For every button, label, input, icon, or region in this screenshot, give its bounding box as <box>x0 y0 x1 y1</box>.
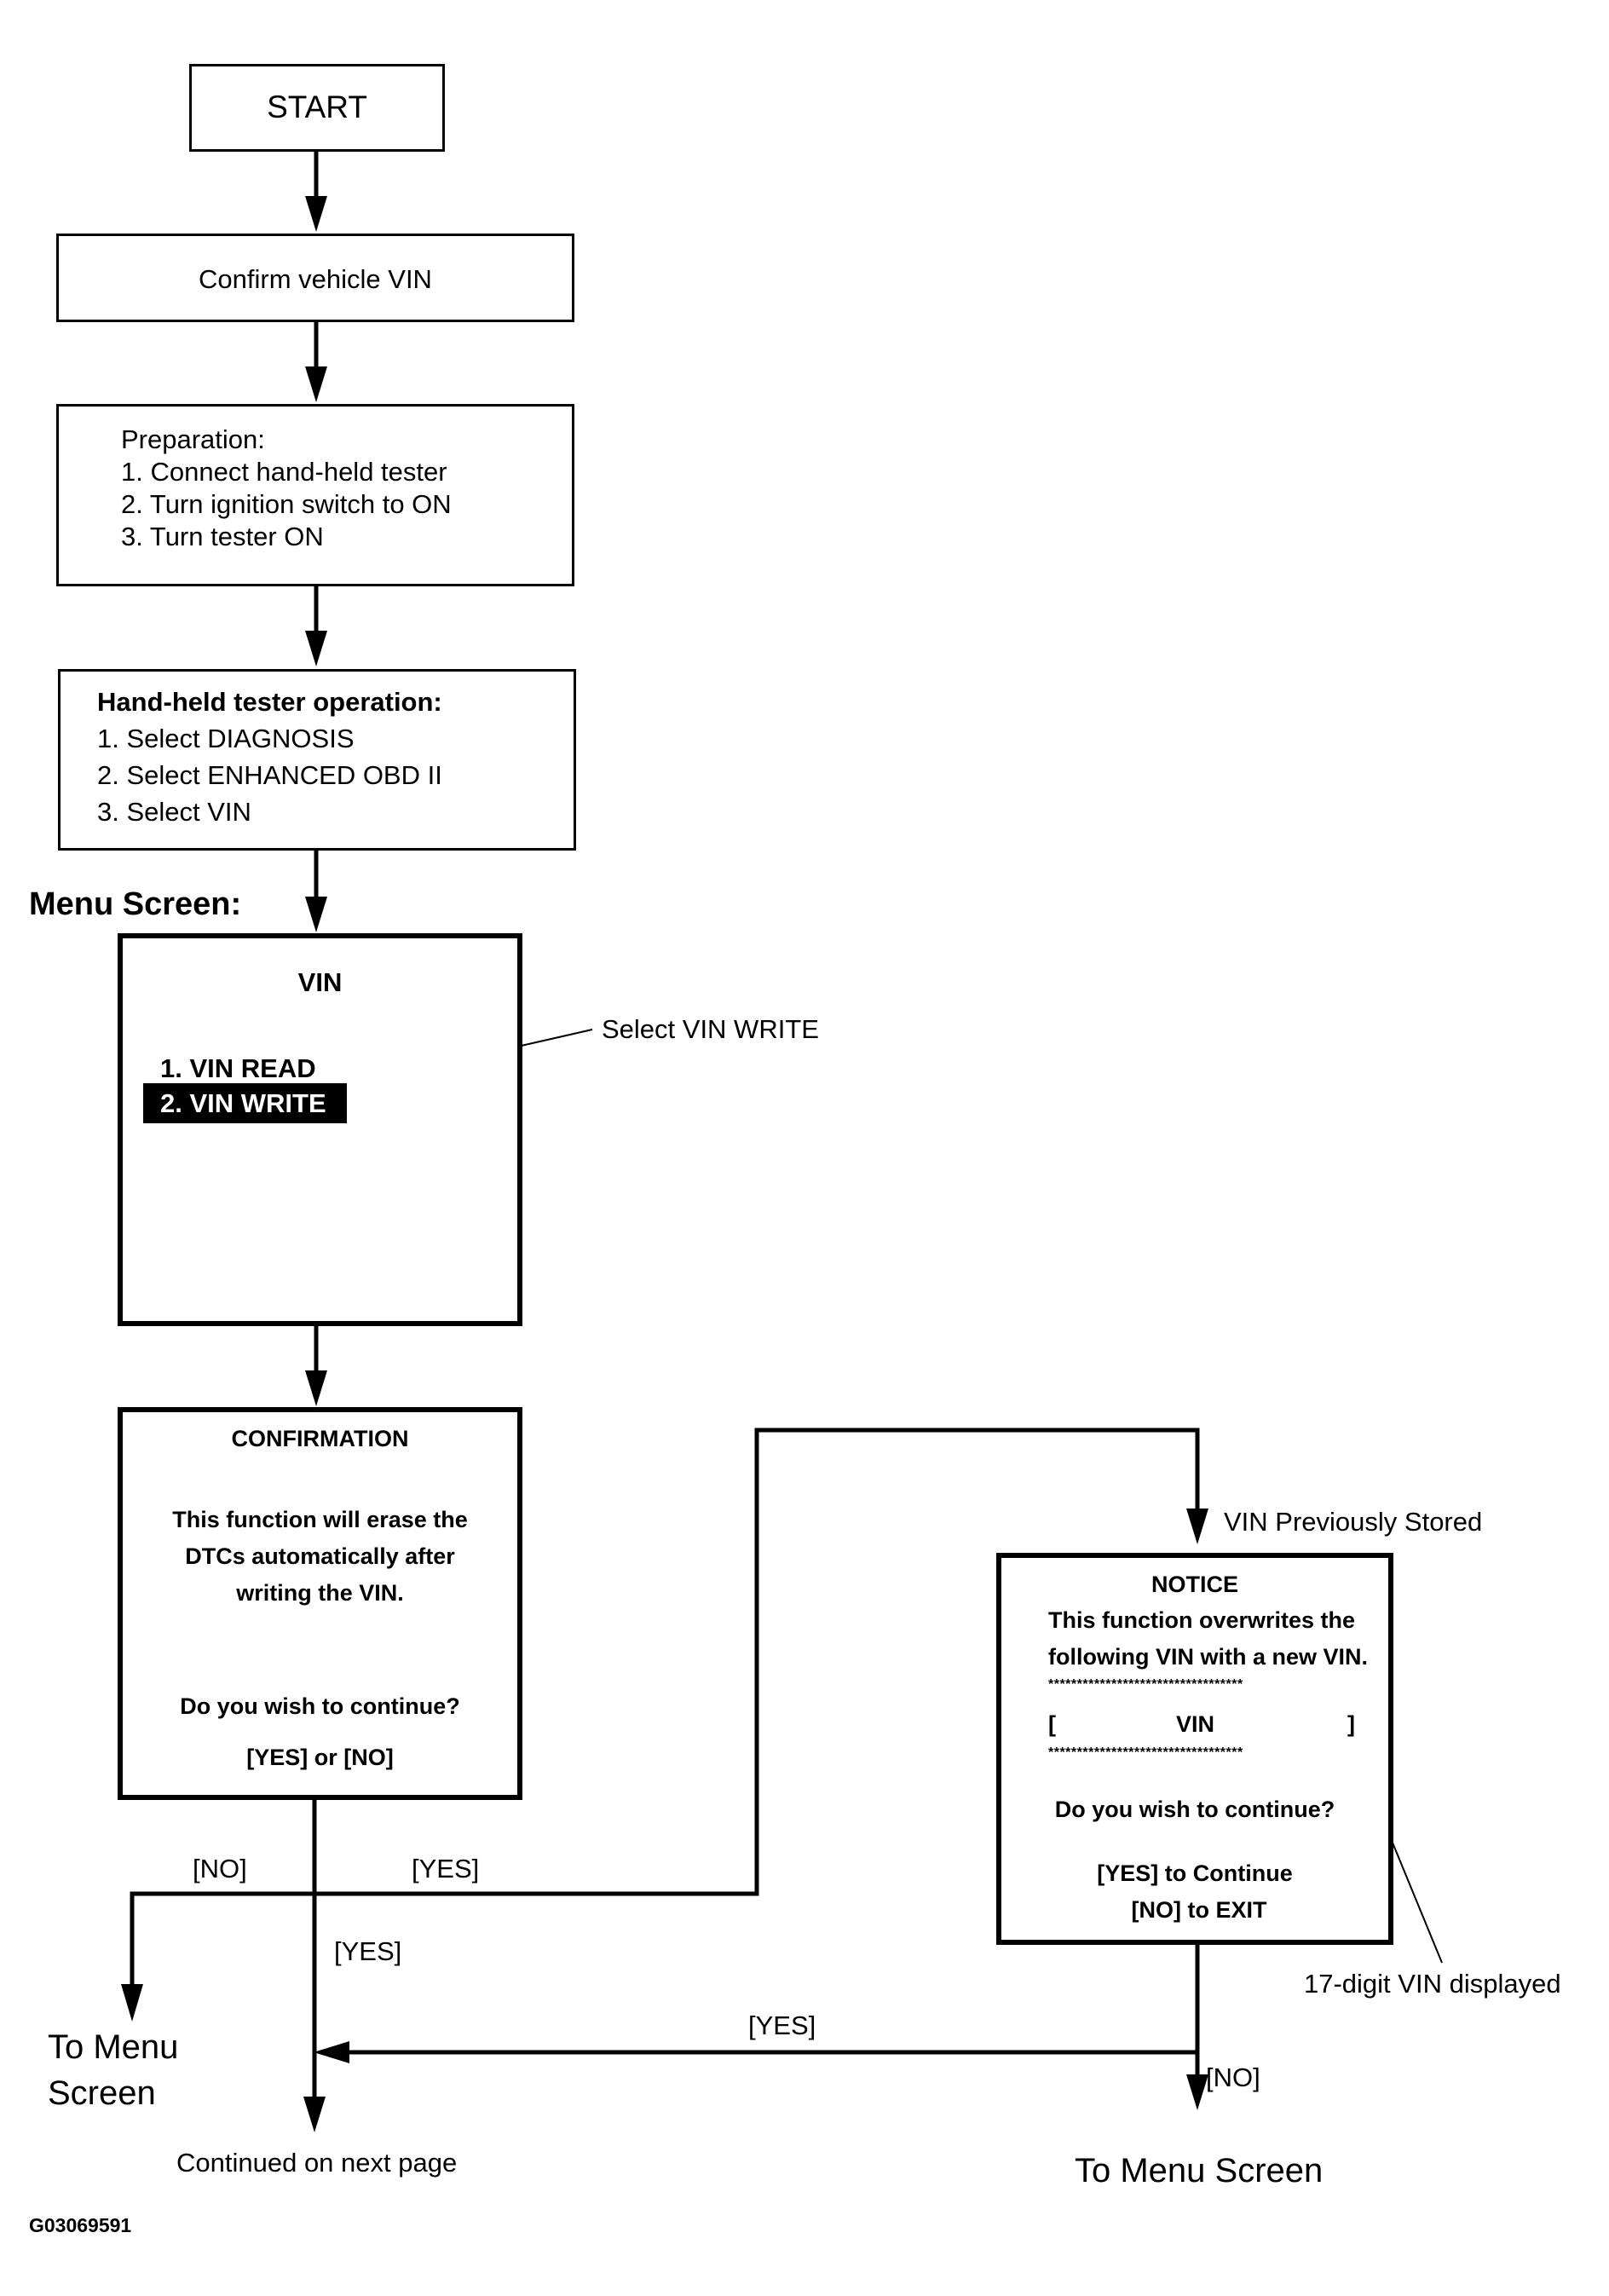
preparation-heading: Preparation: <box>121 424 265 454</box>
menu-item-vin-write-label: 2. VIN WRITE <box>143 1083 347 1123</box>
branch-label-no-bottom: [NO] <box>1206 2062 1260 2092</box>
notice-vin: VIN <box>1176 1711 1215 1737</box>
tester-operation-title: Hand-held tester operation: <box>97 687 442 717</box>
branch-label-no-left: [NO] <box>193 1854 247 1884</box>
branch-label-yes-right: [YES] <box>412 1854 480 1884</box>
preparation-step: 1. Connect hand-held tester <box>121 457 447 487</box>
notice-message: This function overwrites the following V… <box>1048 1602 1368 1676</box>
vin-previously-stored-label: VIN Previously Stored <box>1224 1507 1483 1537</box>
confirmation-line: This function will erase the <box>172 1507 468 1532</box>
notice-title: NOTICE <box>1151 1572 1238 1597</box>
to-menu-screen-right: To Menu Screen <box>1075 2152 1324 2189</box>
select-vin-write-callout: Select VIN WRITE <box>602 1014 819 1044</box>
confirmation-box: CONFIRMATION This function will erase th… <box>118 1407 522 1800</box>
confirm-vin-box: Confirm vehicle VIN <box>56 234 574 322</box>
notice-no-option: [NO] to EXIT <box>1131 1897 1267 1923</box>
start-node: START <box>189 64 445 152</box>
menu-screen-box: VIN 1. VIN READ 2. VIN WRITE <box>118 933 522 1326</box>
confirmation-message: This function will erase the DTCs automa… <box>123 1502 517 1612</box>
tester-operation-step: 2. Select ENHANCED OBD II <box>97 760 442 790</box>
tester-operation-step: 3. Select VIN <box>97 797 251 827</box>
confirmation-line: writing the VIN. <box>236 1580 404 1606</box>
preparation-step: 3. Turn tester ON <box>121 522 324 551</box>
start-label: START <box>267 89 367 124</box>
tester-operation-box: Hand-held tester operation: 1. Select DI… <box>58 669 576 851</box>
arrowhead-4 <box>305 897 327 932</box>
continued-next-page: Continued on next page <box>176 2148 458 2178</box>
notice-bracket-close: ] <box>1347 1711 1355 1737</box>
confirm-vin-label: Confirm vehicle VIN <box>199 264 432 294</box>
menu-screen-title: VIN <box>297 967 343 997</box>
arrowhead-no-left <box>121 1984 143 2022</box>
arrowhead-1 <box>305 196 327 232</box>
menu-item-vin-read: 1. VIN READ <box>160 1053 316 1083</box>
menu-screen-label: Menu Screen: <box>29 886 242 922</box>
notice-line: following VIN with a new VIN. <box>1048 1644 1369 1670</box>
tester-operation-step: 1. Select DIAGNOSIS <box>97 724 355 753</box>
to-menu-left-line: To Menu <box>48 2028 179 2066</box>
menu-item-vin-write: 2. VIN WRITE <box>143 1083 347 1123</box>
branch-label-yes-return: [YES] <box>748 2010 816 2040</box>
notice-box: NOTICE This function overwrites the foll… <box>996 1553 1393 1945</box>
notice-stars-top: ********************************** <box>1048 1677 1243 1692</box>
to-menu-screen-left: To Menu Screen <box>48 2024 178 2116</box>
confirmation-title: CONFIRMATION <box>231 1426 409 1451</box>
arrowhead-yes-return <box>314 2041 349 2063</box>
17-digit-vin-callout: 17-digit VIN displayed <box>1304 1969 1561 1999</box>
arrowhead-notice-down <box>1186 2074 1208 2110</box>
notice-yes-option: [YES] to Continue <box>1097 1860 1293 1886</box>
tester-operation-text: Hand-held tester operation: 1. Select DI… <box>97 684 442 830</box>
confirmation-options: [YES] or [NO] <box>246 1745 394 1770</box>
arrowhead-2 <box>305 366 327 402</box>
arrowhead-5 <box>305 1370 327 1406</box>
branch-label-yes-down: [YES] <box>334 1936 402 1966</box>
preparation-box: Preparation: 1. Connect hand-held tester… <box>56 404 574 586</box>
preparation-step: 2. Turn ignition switch to ON <box>121 489 452 519</box>
confirmation-line: DTCs automatically after <box>185 1543 455 1569</box>
arrowhead-main-down <box>303 2097 326 2132</box>
arrowhead-to-notice <box>1186 1509 1208 1544</box>
figure-id: G03069591 <box>29 2214 132 2236</box>
confirmation-question: Do you wish to continue? <box>180 1693 460 1719</box>
notice-line: This function overwrites the <box>1048 1607 1356 1633</box>
arrowhead-3 <box>305 631 327 666</box>
notice-stars-bottom: ********************************** <box>1048 1745 1243 1760</box>
notice-question: Do you wish to continue? <box>1054 1797 1335 1822</box>
line-no-branch <box>130 1891 314 2011</box>
to-menu-left-line: Screen <box>48 2074 156 2112</box>
preparation-text: Preparation: 1. Connect hand-held tester… <box>121 424 452 553</box>
notice-bracket-open: [ <box>1048 1711 1056 1737</box>
line-yes-branch <box>314 1428 1200 1896</box>
